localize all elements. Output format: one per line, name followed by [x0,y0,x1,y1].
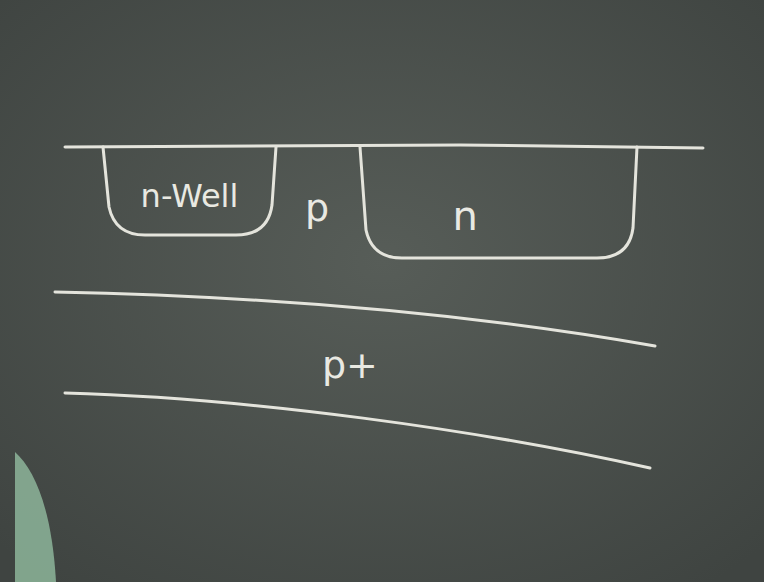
well-boundary [360,147,637,258]
well-boundary [103,147,276,235]
hand-in-frame [15,452,56,582]
region-label: n [453,194,478,238]
well-outline [360,147,637,258]
p-plus-boundary-top [55,292,655,346]
substrate-label: p [305,188,329,230]
p-plus-boundary-bottom [65,393,650,468]
n-region: n [360,147,637,258]
p-plus-layer-label: p+ [322,345,378,387]
region-label: n-Well [141,179,239,214]
n-well-region: n-Well [103,147,276,235]
surface-line [65,145,703,148]
